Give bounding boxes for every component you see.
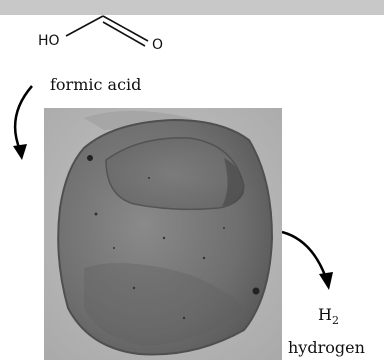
speck-5 [202, 256, 206, 260]
curved-arrow-out-head [319, 272, 333, 290]
speck-10 [148, 177, 150, 179]
lower-shading [84, 263, 244, 346]
curved-arrow-in [13, 85, 33, 151]
dark-speck-2 [252, 287, 260, 295]
hydrogen-label: hydrogen [288, 338, 365, 357]
speck-9 [223, 227, 225, 229]
dark-rim [222, 158, 244, 206]
bond-oh-c [65, 15, 104, 37]
bond-c-o-1 [102, 15, 149, 42]
speck-7 [182, 316, 186, 320]
speck-3 [94, 212, 98, 216]
hydroxyl-label: HO [38, 33, 60, 49]
bond-c-o-2 [102, 21, 146, 47]
dark-speck-1 [87, 155, 93, 161]
h2-formula-label: H2 [318, 305, 339, 328]
top-border-strip [0, 0, 384, 15]
carbonyl-oxygen-label: O [152, 37, 164, 53]
speck-8 [113, 247, 115, 249]
speck-6 [132, 286, 136, 290]
curved-arrow-out [281, 230, 328, 279]
speck-4 [162, 236, 166, 240]
tem-micrograph [44, 108, 282, 360]
formic-acid-label: formic acid [50, 75, 142, 94]
curved-arrow-in-head [13, 144, 27, 160]
